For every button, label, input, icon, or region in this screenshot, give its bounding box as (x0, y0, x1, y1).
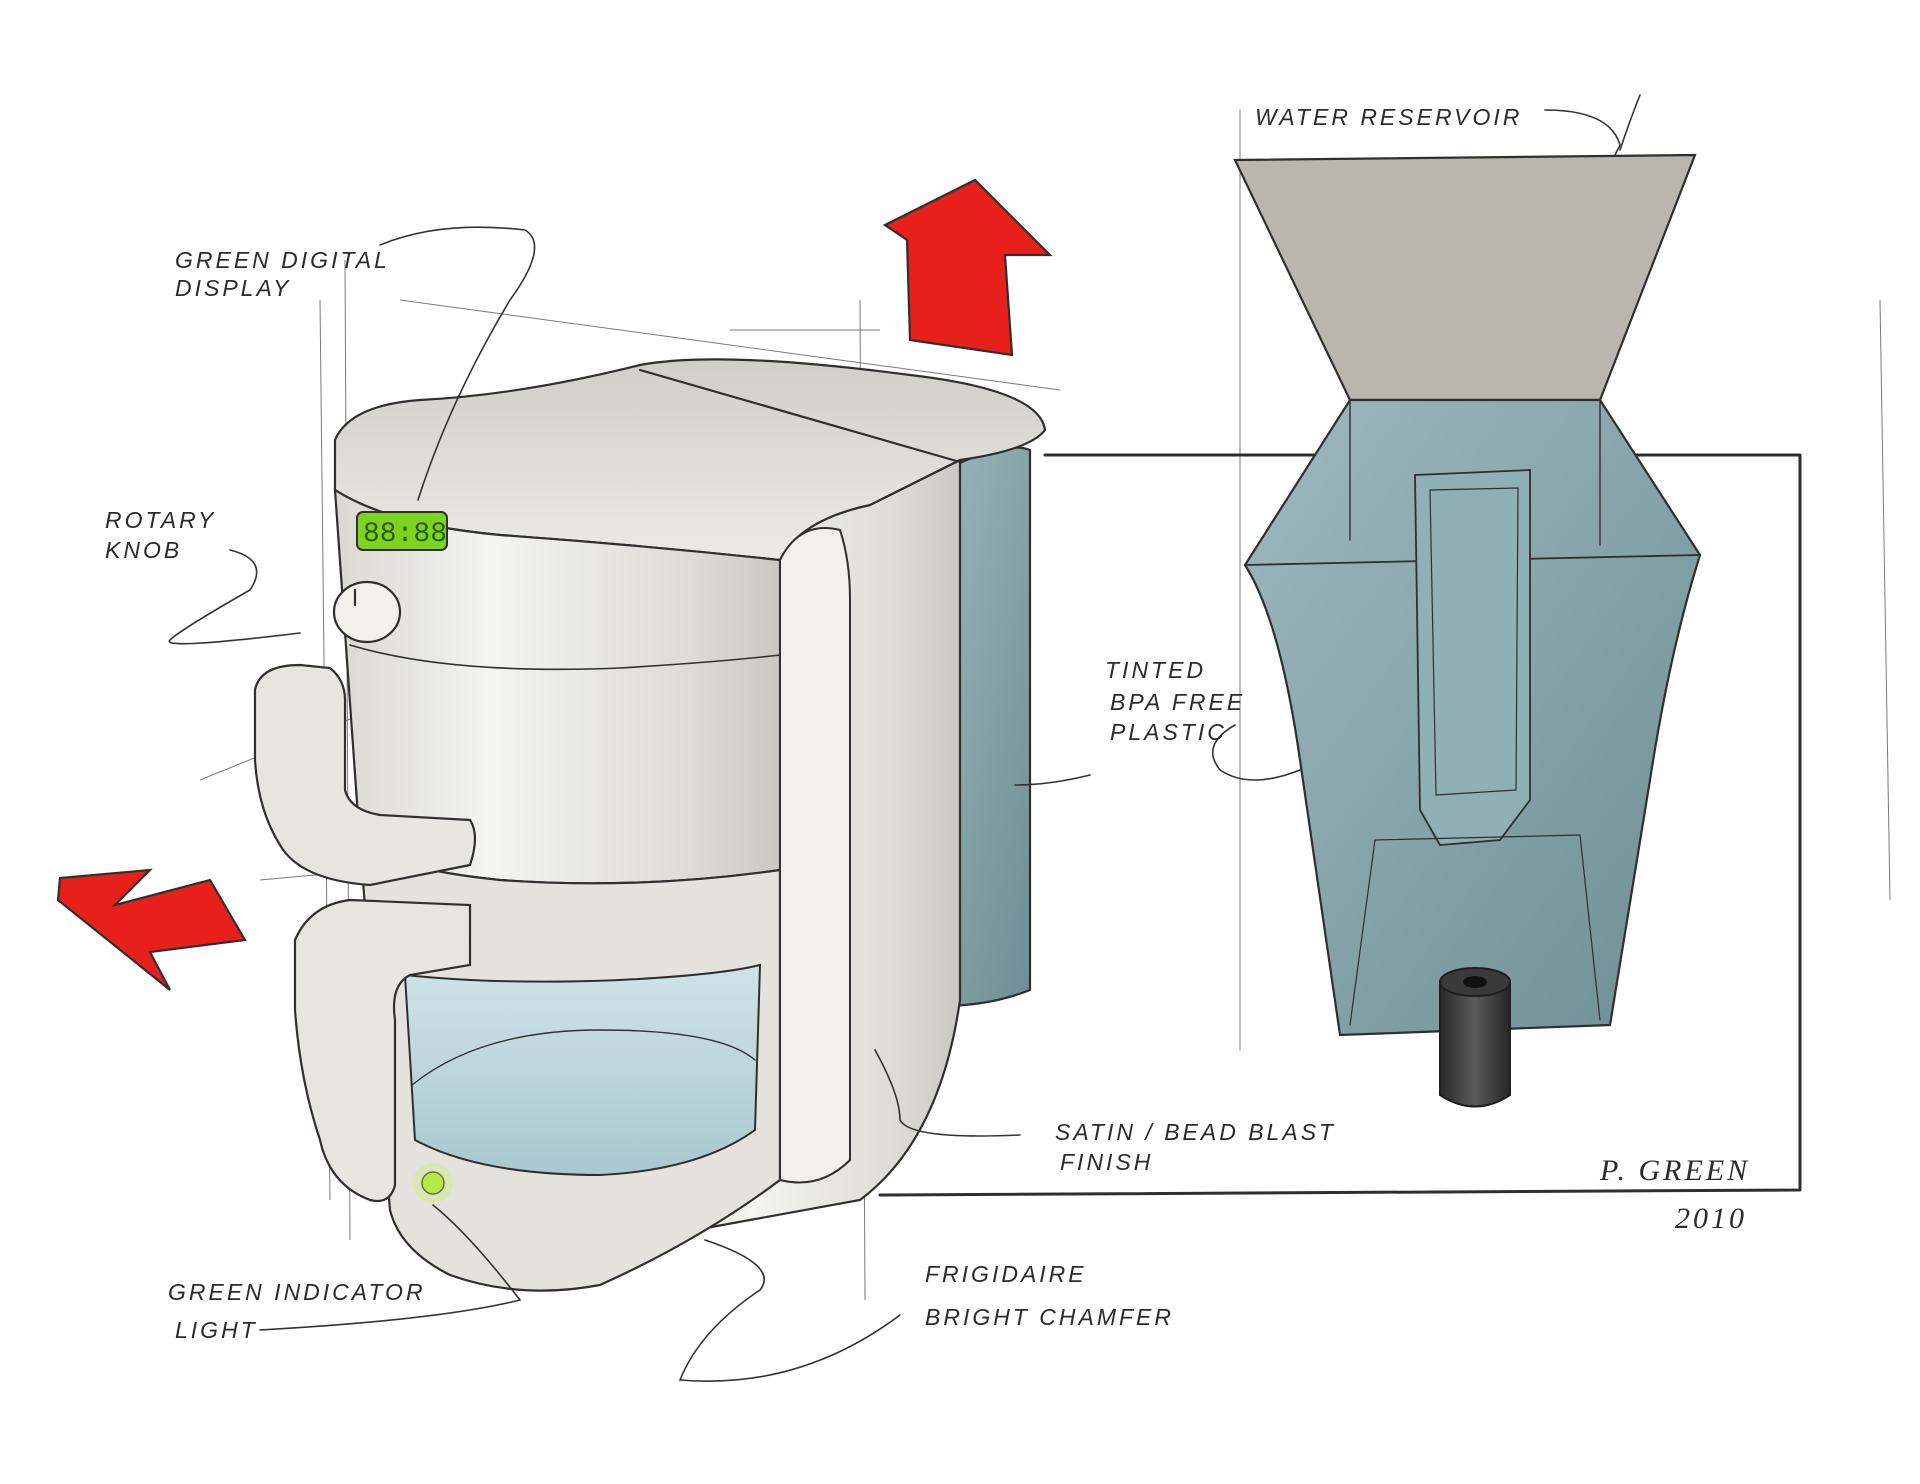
water-reservoir (1233, 153, 1702, 1108)
label-green-indicator-1: GREEN INDICATOR (168, 1279, 426, 1305)
rotary-knob (332, 580, 402, 644)
reservoir-nozzle (1439, 981, 1511, 1108)
upper-handle (253, 663, 477, 887)
carafe-handle (293, 898, 472, 1203)
red-arrows (56, 178, 1053, 991)
label-satin-1: SATIN / BEAD BLAST (1055, 1119, 1336, 1145)
label-green-digital-display-1: GREEN DIGITAL (175, 247, 390, 273)
digital-display (356, 511, 448, 551)
label-rotary-knob-1: ROTARY (105, 507, 216, 533)
label-water-reservoir: WATER RESERVOIR (1255, 104, 1522, 130)
signature-year: 2010 (1675, 1202, 1747, 1235)
label-tinted-1: TINTED (1105, 657, 1206, 683)
label-tinted-2: BPA FREE (1110, 689, 1245, 715)
signature-name: P. GREEN (1599, 1154, 1750, 1187)
indicator-light (421, 1171, 445, 1195)
label-satin-2: FINISH (1060, 1149, 1153, 1175)
leader-lines (168, 94, 1641, 1382)
label-green-digital-display-2: DISPLAY (175, 275, 291, 301)
label-frigidaire-2: BRIGHT CHAMFER (925, 1304, 1174, 1330)
glass-carafe (403, 963, 762, 1177)
label-rotary-knob-2: KNOB (105, 537, 182, 563)
label-green-indicator-2: LIGHT (175, 1317, 258, 1343)
coffee-maker: 88:88 (253, 358, 1047, 1292)
svg-text:88:88: 88:88 (363, 519, 447, 550)
reservoir-lid (1233, 153, 1697, 402)
left-arrow (56, 868, 247, 991)
label-tinted-3: PLASTIC (1110, 719, 1227, 745)
annotations: WATER RESERVOIR GREEN DIGITAL DISPLAY RO… (105, 104, 1750, 1343)
label-frigidaire-1: FRIGIDAIRE (925, 1261, 1087, 1287)
up-arrow (882, 178, 1053, 357)
